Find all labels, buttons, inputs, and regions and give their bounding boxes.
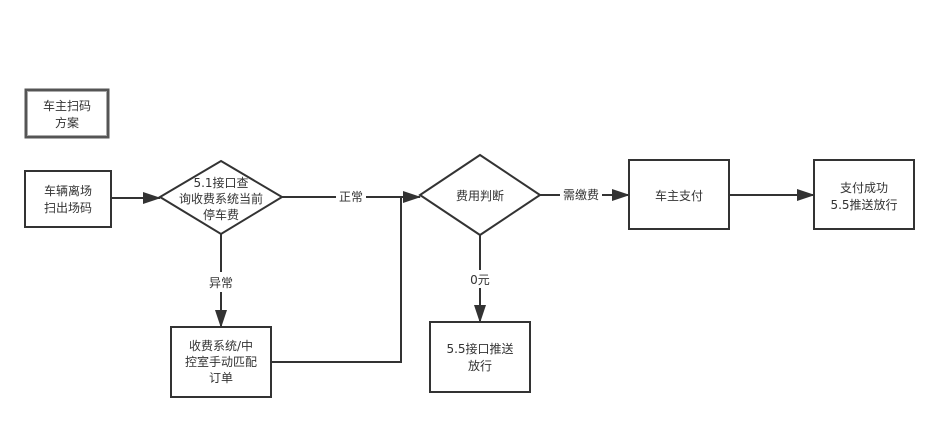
node-exit-scan-shape: [24, 170, 112, 228]
node-exit-scan: 车辆离场 扫出场码: [24, 170, 112, 228]
legend-text-line-1: 车主扫码: [43, 98, 91, 113]
node-push-release-shape: [429, 321, 531, 393]
legend-text-line-2: 方案: [55, 115, 79, 130]
node-pay-success-shape: [813, 159, 915, 230]
node-owner-pay-shape: [628, 159, 730, 230]
edges: 正常 异常 需缴费 0元: [111, 187, 815, 363]
node-exit-scan-line-2: 扫出场码: [44, 201, 92, 215]
legend-border-outer: [24, 88, 110, 139]
node-fee-check: 费用判断: [418, 153, 542, 237]
node-manual-match-shape: [170, 326, 272, 398]
node-query-fee-line-2: 询收费系统当前: [179, 191, 263, 206]
edge-label-need-pay: 需缴费: [563, 187, 599, 202]
node-fee-check-shape: [418, 153, 542, 237]
edge-manual-to-check: [271, 198, 402, 363]
node-query-fee-shape: [158, 159, 284, 236]
node-query-fee-line-3: 停车费: [203, 207, 239, 222]
node-manual-match-line-3: 订单: [209, 371, 233, 385]
node-push-release-line-2: 放行: [468, 358, 492, 373]
node-manual-match: 收费系统/中 控室手动匹配 订单: [170, 326, 272, 398]
node-exit-scan-line-1: 车辆离场: [44, 183, 92, 198]
node-fee-check-line-1: 费用判断: [456, 188, 504, 203]
legend-box: 车主扫码 方案: [24, 88, 110, 139]
node-manual-match-line-2: 控室手动匹配: [185, 354, 257, 369]
node-pay-success-line-2: 5.5推送放行: [830, 197, 897, 212]
node-pay-success: 支付成功 5.5推送放行: [813, 159, 915, 230]
node-pay-success-line-1: 支付成功: [840, 181, 888, 195]
node-owner-pay-line-1: 车主支付: [655, 188, 703, 203]
node-owner-pay: 车主支付: [628, 159, 730, 230]
node-manual-match-line-1: 收费系统/中: [189, 338, 253, 353]
edge-label-abnormal: 异常: [209, 276, 233, 290]
edge-label-normal: 正常: [339, 190, 363, 204]
edge-label-zero-yuan: 0元: [470, 273, 490, 287]
node-query-fee: 5.1接口查 询收费系统当前 停车费: [158, 159, 284, 236]
node-query-fee-line-1: 5.1接口查: [193, 175, 248, 190]
legend-border-inner: [27, 91, 107, 136]
node-push-release-line-1: 5.5接口推送: [446, 341, 513, 356]
node-push-release: 5.5接口推送 放行: [429, 321, 531, 393]
